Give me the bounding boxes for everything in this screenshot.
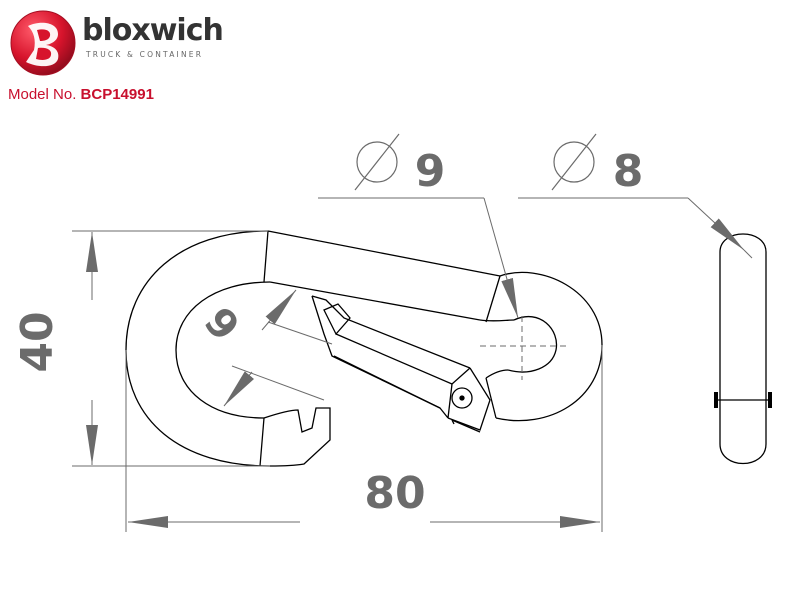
wire-diameter-annotation: 9: [354, 133, 446, 197]
brand-tagline: TRUCK & CONTAINER: [86, 50, 204, 59]
gate-opening-label: 9: [195, 299, 248, 350]
side-diameter-leader: [518, 197, 753, 259]
brand-header: bloxwich TRUCK & CONTAINER Model No. BCP…: [0, 0, 240, 110]
wire-diameter-value: 9: [415, 146, 446, 197]
height-dimension: [72, 230, 270, 467]
wire-diameter-leader: [318, 197, 519, 319]
spring-gate: [311, 295, 491, 433]
model-label: Model No.: [8, 86, 77, 103]
carabiner-body: [125, 230, 603, 467]
height-label: 40: [12, 311, 63, 372]
eye-centre-mark: [480, 316, 570, 380]
bloxwich-logo-icon: [10, 10, 76, 76]
length-dimension: [125, 345, 603, 532]
brand-name: bloxwich: [82, 13, 224, 48]
model-number: BCP14991: [80, 86, 154, 103]
side-diameter-annotation: 8: [551, 133, 644, 197]
gate-opening-dimension: [223, 289, 333, 407]
diameter-icon: [551, 133, 597, 191]
length-label: 80: [364, 468, 425, 519]
side-view: [714, 233, 772, 465]
model-number-line: Model No. BCP14991: [8, 86, 154, 103]
side-diameter-value: 8: [613, 146, 644, 197]
diameter-icon: [354, 133, 400, 191]
